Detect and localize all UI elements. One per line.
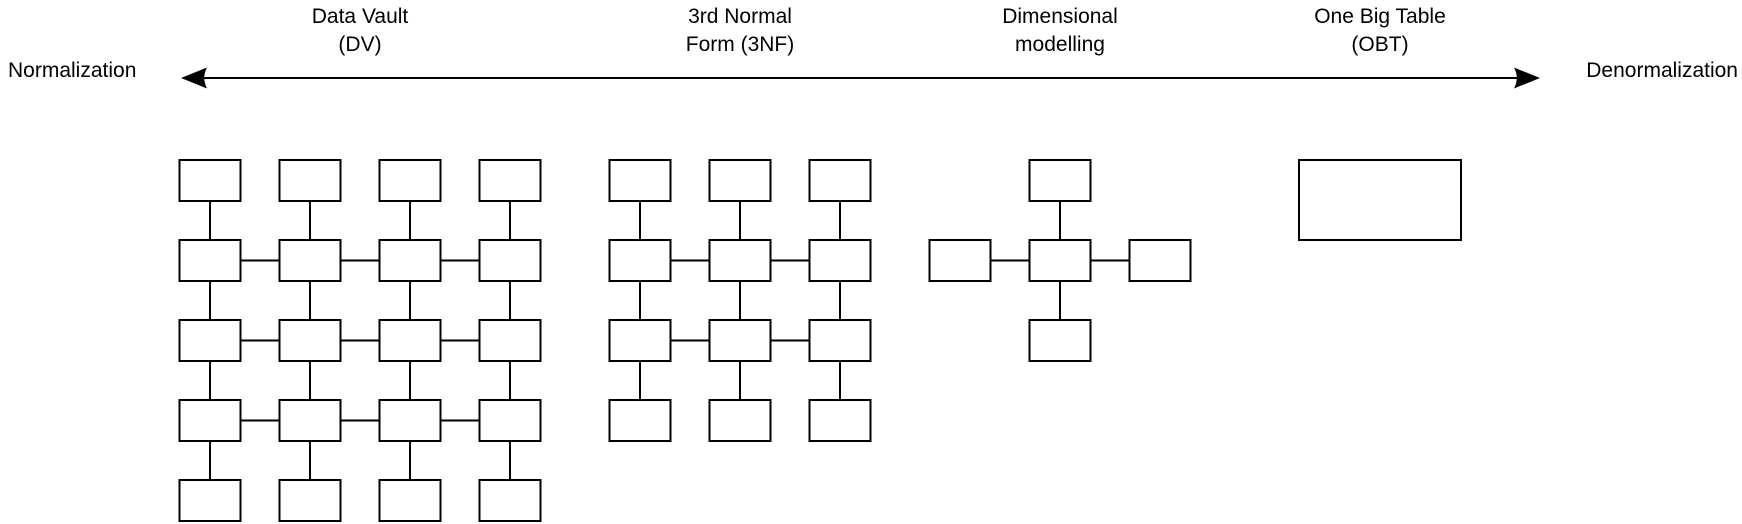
label-line: (DV) (338, 33, 382, 56)
data-vault-box (278, 399, 342, 442)
data-vault-box (478, 319, 542, 362)
third-normal-form-box (808, 399, 872, 442)
data-vault-box (378, 319, 442, 362)
label-line: modelling (1015, 33, 1105, 56)
data-vault-box (278, 479, 342, 522)
label-line: 3rd Normal (688, 5, 792, 28)
data-vault-box (178, 159, 242, 202)
data-vault-box (278, 239, 342, 282)
axis-label-denormalization: Denormalization (1586, 59, 1738, 82)
third-normal-form-box (808, 239, 872, 282)
spectrum-arrow (181, 67, 1540, 89)
data-vault-box (178, 479, 242, 522)
label-line: (OBT) (1351, 33, 1409, 56)
third-normal-form-box (608, 159, 672, 202)
data-vault-box (478, 479, 542, 522)
label-one-big-table: One Big Table (OBT) (1314, 3, 1446, 59)
data-vault-box (478, 239, 542, 282)
dimensional-modelling-box (928, 239, 992, 282)
dimensional-modelling-box (1028, 319, 1092, 362)
axis-label-normalization: Normalization (8, 59, 137, 82)
third-normal-form-box (608, 239, 672, 282)
label-data-vault: Data Vault (DV) (312, 3, 409, 59)
data-vault-box (378, 239, 442, 282)
data-vault-box (378, 399, 442, 442)
dimensional-modelling-box (1128, 239, 1192, 282)
third-normal-form-box (708, 399, 772, 442)
third-normal-form-box (608, 319, 672, 362)
third-normal-form-box (708, 319, 772, 362)
data-vault-box (378, 159, 442, 202)
data-vault-box (178, 319, 242, 362)
schema-diagrams (178, 159, 1462, 522)
data-vault-box (278, 159, 342, 202)
label-line: Form (3NF) (685, 33, 795, 56)
third-normal-form-box (708, 159, 772, 202)
label-line: One Big Table (1314, 5, 1446, 28)
one-big-table-box (1298, 159, 1462, 241)
data-vault-box (478, 399, 542, 442)
label-line: Data Vault (311, 5, 409, 28)
arrowhead-right-icon (1514, 67, 1540, 89)
dimensional-modelling-fact-box (1028, 239, 1092, 282)
dimensional-modelling-box (1028, 159, 1092, 202)
label-dimensional-modelling: Dimensional modelling (1002, 3, 1118, 59)
third-normal-form-box (608, 399, 672, 442)
data-vault-box (478, 159, 542, 202)
label-line: Dimensional (1002, 5, 1118, 28)
data-vault-box (278, 319, 342, 362)
third-normal-form-box (808, 159, 872, 202)
data-vault-box (378, 479, 442, 522)
data-vault-box (178, 399, 242, 442)
arrowhead-left-icon (181, 67, 207, 89)
label-third-normal-form: 3rd Normal Form (3NF) (686, 3, 795, 59)
third-normal-form-box (708, 239, 772, 282)
data-vault-box (178, 239, 242, 282)
third-normal-form-box (808, 319, 872, 362)
